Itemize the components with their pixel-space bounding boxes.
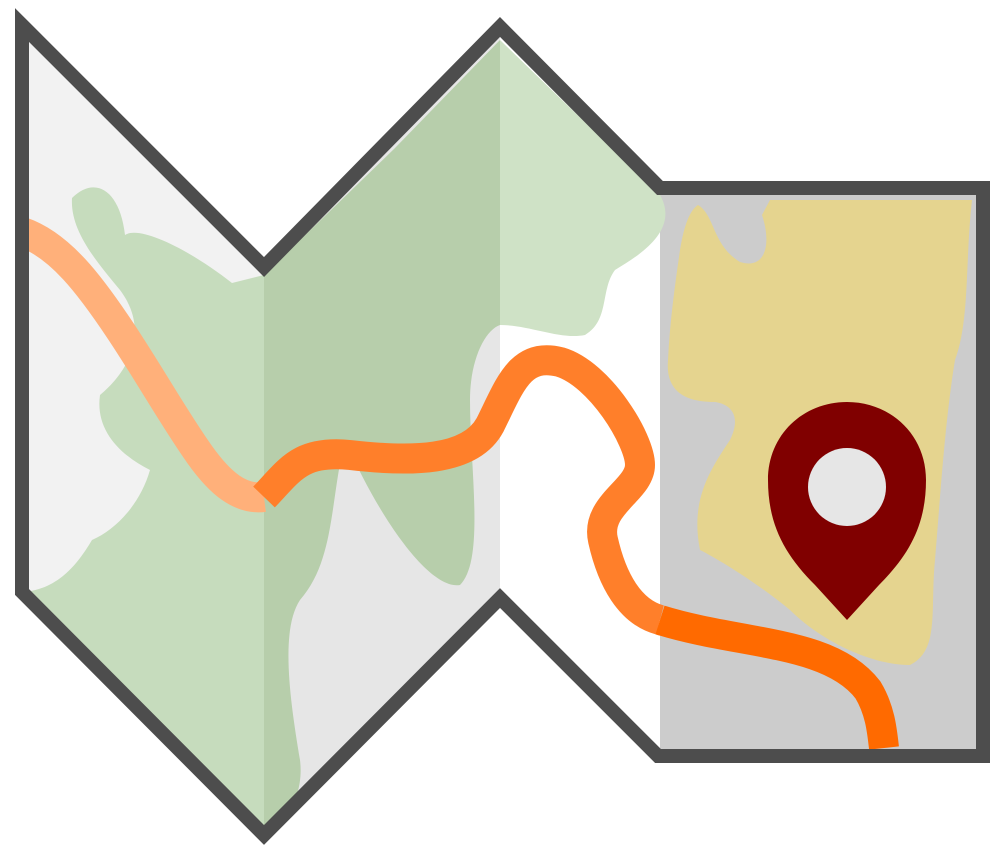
map-outline (15, 8, 990, 845)
location-pin-icon (768, 402, 926, 620)
map-route (16, 217, 899, 750)
green-land-left (22, 187, 264, 835)
green-land-right (500, 40, 666, 337)
route-segment-1 (16, 217, 266, 513)
pin-hole (808, 448, 886, 526)
map-border (15, 8, 990, 845)
route-segment-3 (655, 605, 899, 750)
route-segment-2 (253, 345, 665, 635)
green-land-middle (264, 40, 500, 835)
